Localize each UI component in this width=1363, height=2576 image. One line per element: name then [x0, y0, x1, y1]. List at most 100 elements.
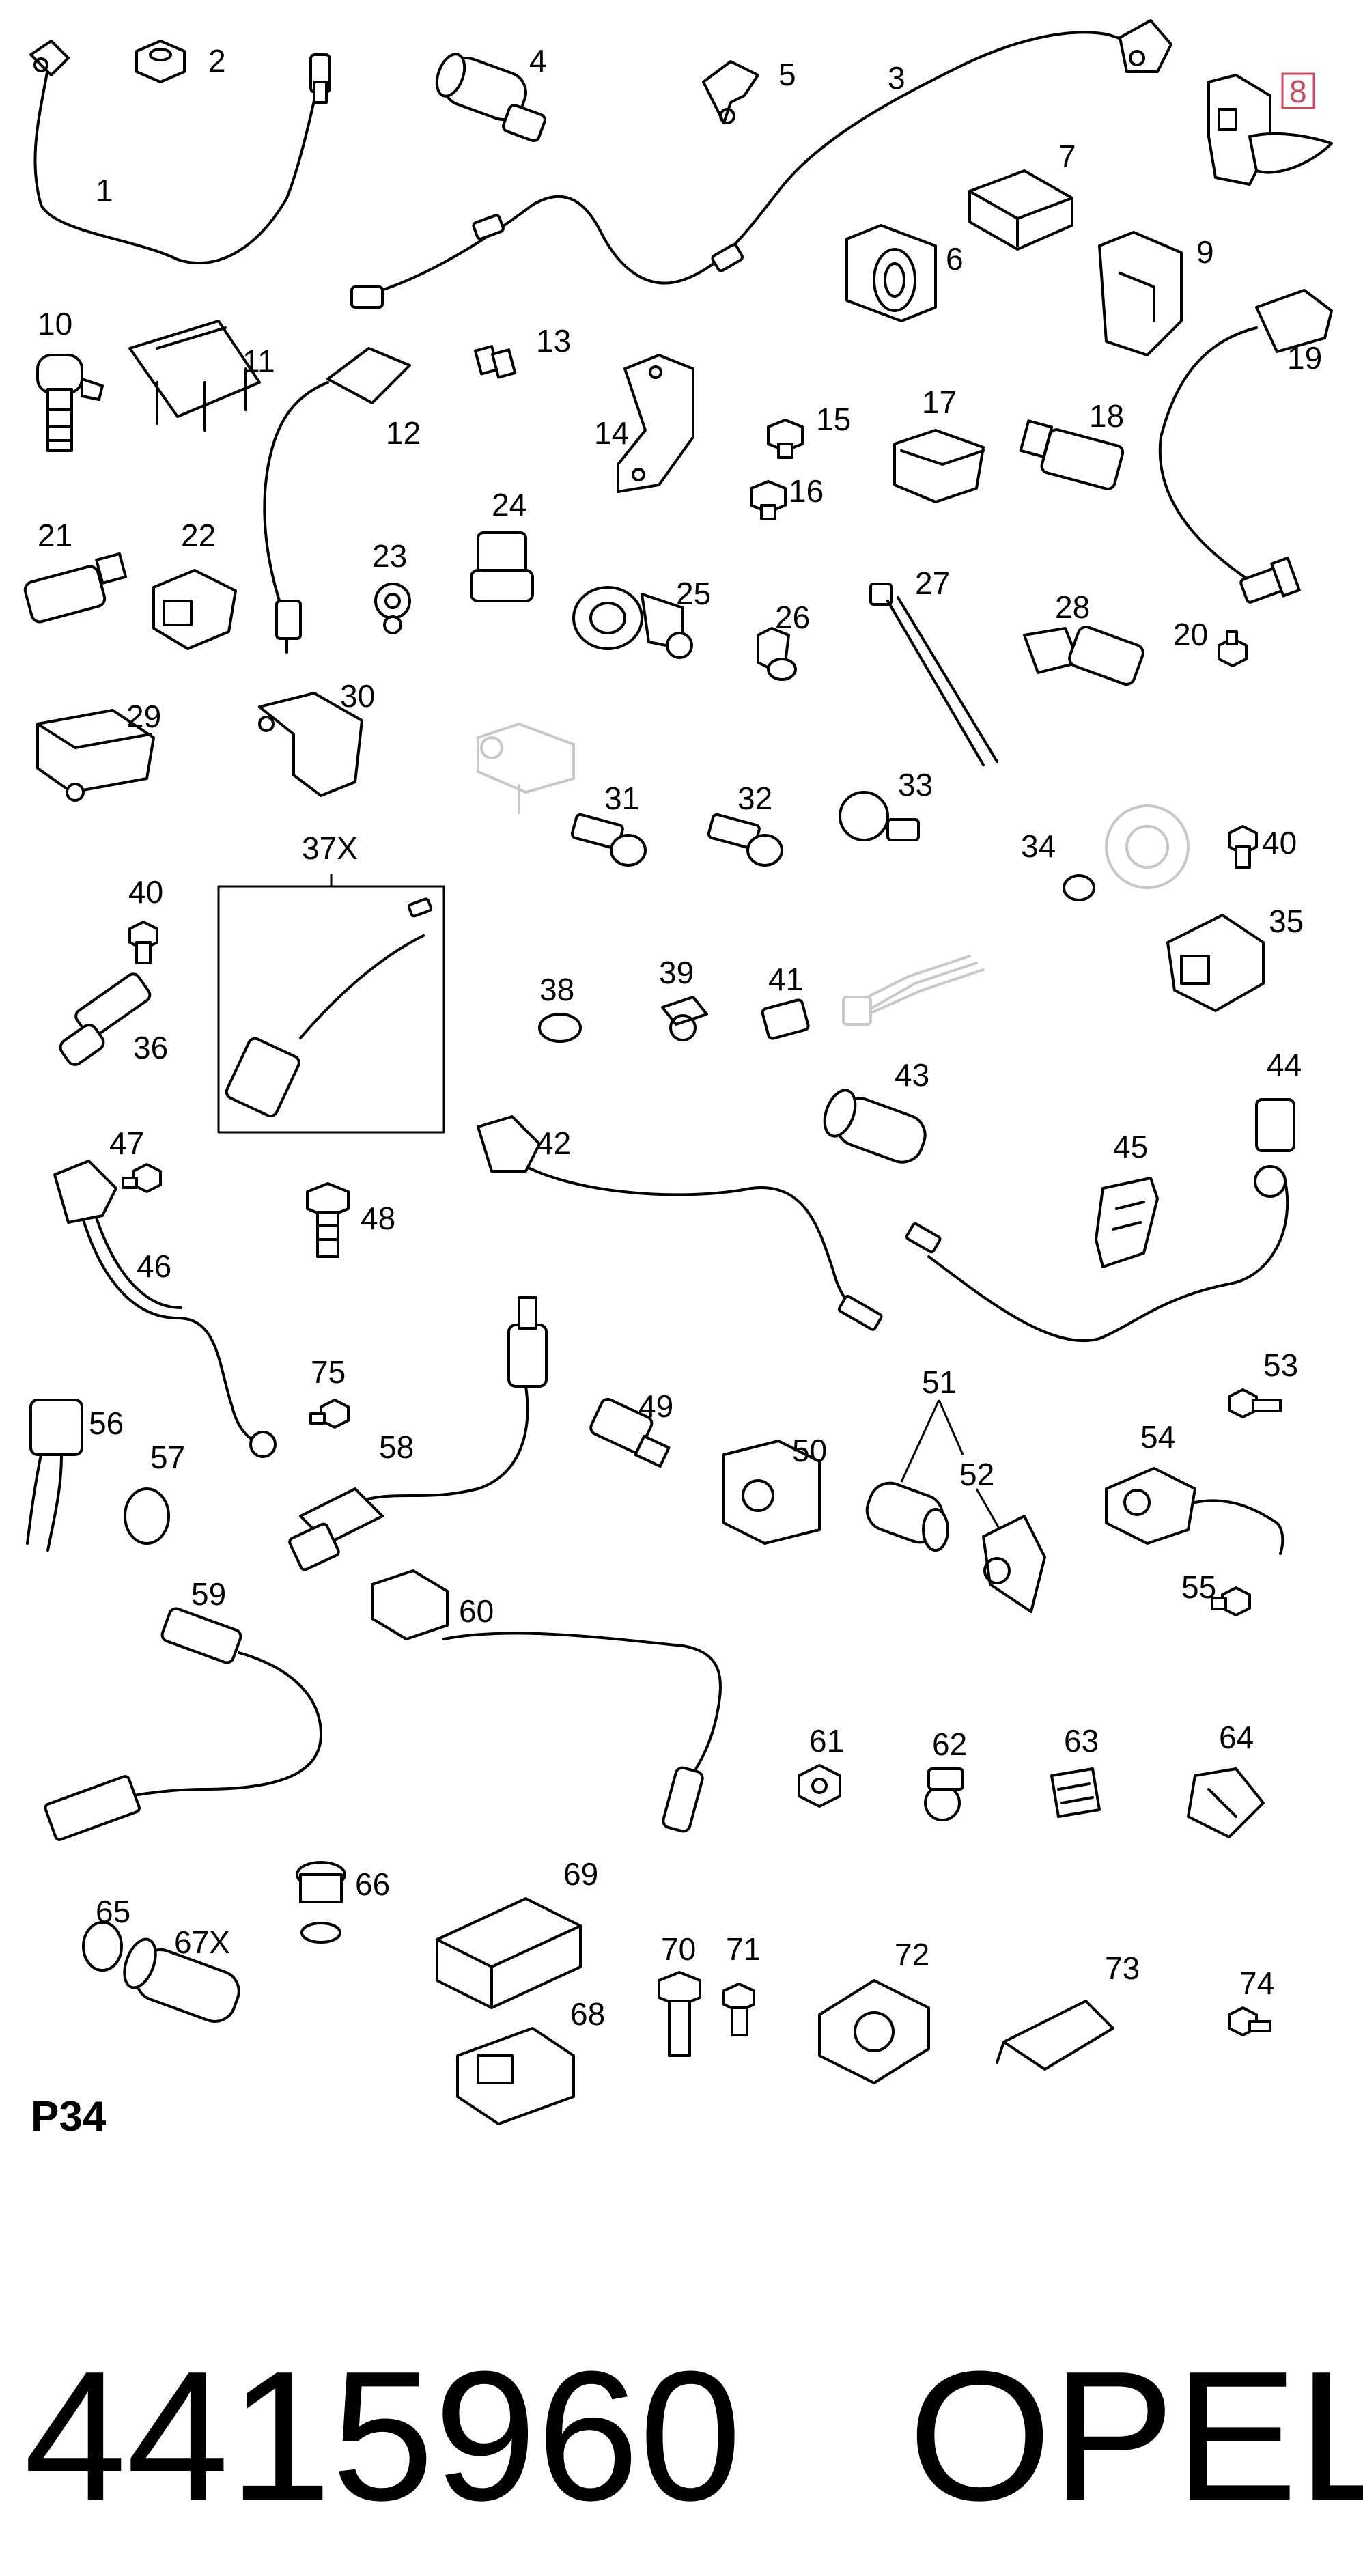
label-1: 1: [96, 173, 113, 208]
part-59-oxygen-sensor: [44, 1607, 322, 1841]
part-20-bolt: [1218, 630, 1248, 667]
part-13-clips: [474, 345, 517, 379]
label-35: 35: [1269, 904, 1304, 939]
label-73: 73: [1105, 1950, 1140, 1986]
label-56: 56: [89, 1405, 124, 1441]
part-45-clip: [1095, 1177, 1159, 1268]
part-3-wheel-speed-sensor-cable: [350, 19, 1172, 309]
part-75-bolt: [309, 1399, 350, 1429]
label-36: 36: [133, 1030, 168, 1065]
part-24-temperature-sensor: [470, 531, 534, 602]
part-38-o-ring: [538, 1013, 582, 1043]
label-20: 20: [1173, 617, 1208, 652]
label-33: 33: [898, 767, 933, 802]
label-18: 18: [1089, 398, 1124, 434]
label-44: 44: [1267, 1047, 1302, 1082]
label-2: 2: [208, 43, 226, 79]
part-7-control-module: [968, 169, 1073, 251]
part-43-pressure-switch: [823, 1089, 927, 1164]
part-35-sensor: [1166, 914, 1265, 1012]
part-31-bolt: [570, 813, 647, 867]
part-14-bracket: [617, 354, 694, 493]
label-47: 47: [109, 1125, 144, 1161]
part-74-bolt: [1228, 2006, 1271, 2036]
label-6: 6: [946, 241, 964, 277]
label-40-left: 40: [128, 874, 163, 910]
part-21-sensor: [23, 552, 128, 624]
part-72-sensor: [818, 1979, 930, 2084]
part-27-temperature-probe: [869, 583, 998, 766]
part-28-sensor: [1023, 626, 1144, 686]
footer-brand: OPEL: [908, 2334, 1363, 2539]
label-68: 68: [570, 1996, 605, 2032]
part-56-connector: [26, 1399, 83, 1552]
part-8-sensor-bracket-highlighted: [1207, 74, 1333, 186]
label-29: 29: [126, 699, 161, 734]
part-34-o-ring: [1063, 874, 1095, 901]
label-8-highlight-box: [1281, 72, 1315, 109]
label-41: 41: [768, 962, 803, 997]
part-39-clip: [661, 996, 708, 1041]
part-47-bolt: [122, 1163, 162, 1193]
part-40-bolt-right: [1228, 825, 1258, 869]
part-73-connector: [996, 2000, 1114, 2071]
part-30-bracket: [258, 692, 363, 797]
sheet-code: P34: [31, 2093, 107, 2140]
label-7: 7: [1058, 139, 1076, 174]
label-40-right: 40: [1262, 825, 1297, 860]
label-54: 54: [1140, 1419, 1175, 1455]
part-53-bolt: [1228, 1388, 1282, 1418]
part-68-airbag-module: [456, 2027, 575, 2125]
label-57: 57: [150, 1440, 185, 1475]
part-60-oxygen-sensor: [371, 1569, 722, 1833]
part-48-bolt: [306, 1182, 350, 1258]
label-58: 58: [379, 1429, 414, 1465]
part-37x-kit-box: [217, 874, 445, 1134]
part-40-bolt-left: [128, 921, 158, 964]
part-10-speed-sensor: [36, 354, 104, 452]
label-72: 72: [895, 1937, 929, 1972]
callout-labels: 1 2 3 4 5 6 7 8 9 10 11 12 13 14 15 16 1…: [38, 43, 1322, 2032]
part-63-clip: [1050, 1767, 1101, 1818]
part-4-pressure-switch: [435, 53, 546, 143]
part-46-sensor-cable: [53, 1160, 277, 1458]
label-22: 22: [181, 518, 216, 553]
part-33-sensor: [839, 791, 920, 841]
part-25-sensor-housing: [572, 586, 693, 659]
label-23: 23: [372, 538, 407, 574]
label-16: 16: [789, 473, 824, 509]
label-9: 9: [1196, 234, 1214, 270]
part-5-clip: [702, 60, 759, 124]
label-38: 38: [539, 972, 574, 1007]
label-49: 49: [638, 1388, 673, 1424]
part-11-sensor-ring: [128, 320, 261, 432]
part-42-oxygen-sensor: [477, 1115, 883, 1331]
label-11: 11: [242, 344, 275, 379]
label-5: 5: [778, 57, 796, 92]
part-62-clip: [924, 1767, 964, 1821]
part-29-sensor: [36, 709, 155, 802]
part-26-bolt: [757, 627, 797, 681]
part-67x-pressure-switch: [123, 1937, 240, 2023]
part-66-plug: [296, 1861, 346, 1944]
label-71: 71: [726, 1931, 761, 1967]
label-45: 45: [1113, 1129, 1148, 1164]
label-69: 69: [563, 1856, 598, 1892]
part-58-oxygen-sensor: [288, 1296, 548, 1571]
ghost-wiring-harness: [842, 955, 985, 1026]
label-21: 21: [38, 518, 72, 553]
label-26: 26: [775, 600, 810, 635]
label-50: 50: [792, 1433, 827, 1468]
label-64: 64: [1219, 1720, 1254, 1755]
label-74: 74: [1239, 1965, 1274, 2001]
part-16-bolt: [750, 480, 787, 520]
part-55-bolt: [1211, 1586, 1251, 1616]
label-62: 62: [932, 1726, 967, 1762]
label-37x: 37X: [302, 830, 358, 866]
part-57-o-ring: [124, 1487, 170, 1545]
part-49-temperature-sensor: [589, 1397, 671, 1468]
part-44-speed-sensor-cable: [905, 1098, 1295, 1343]
label-60: 60: [459, 1593, 494, 1629]
label-19: 19: [1287, 340, 1322, 376]
